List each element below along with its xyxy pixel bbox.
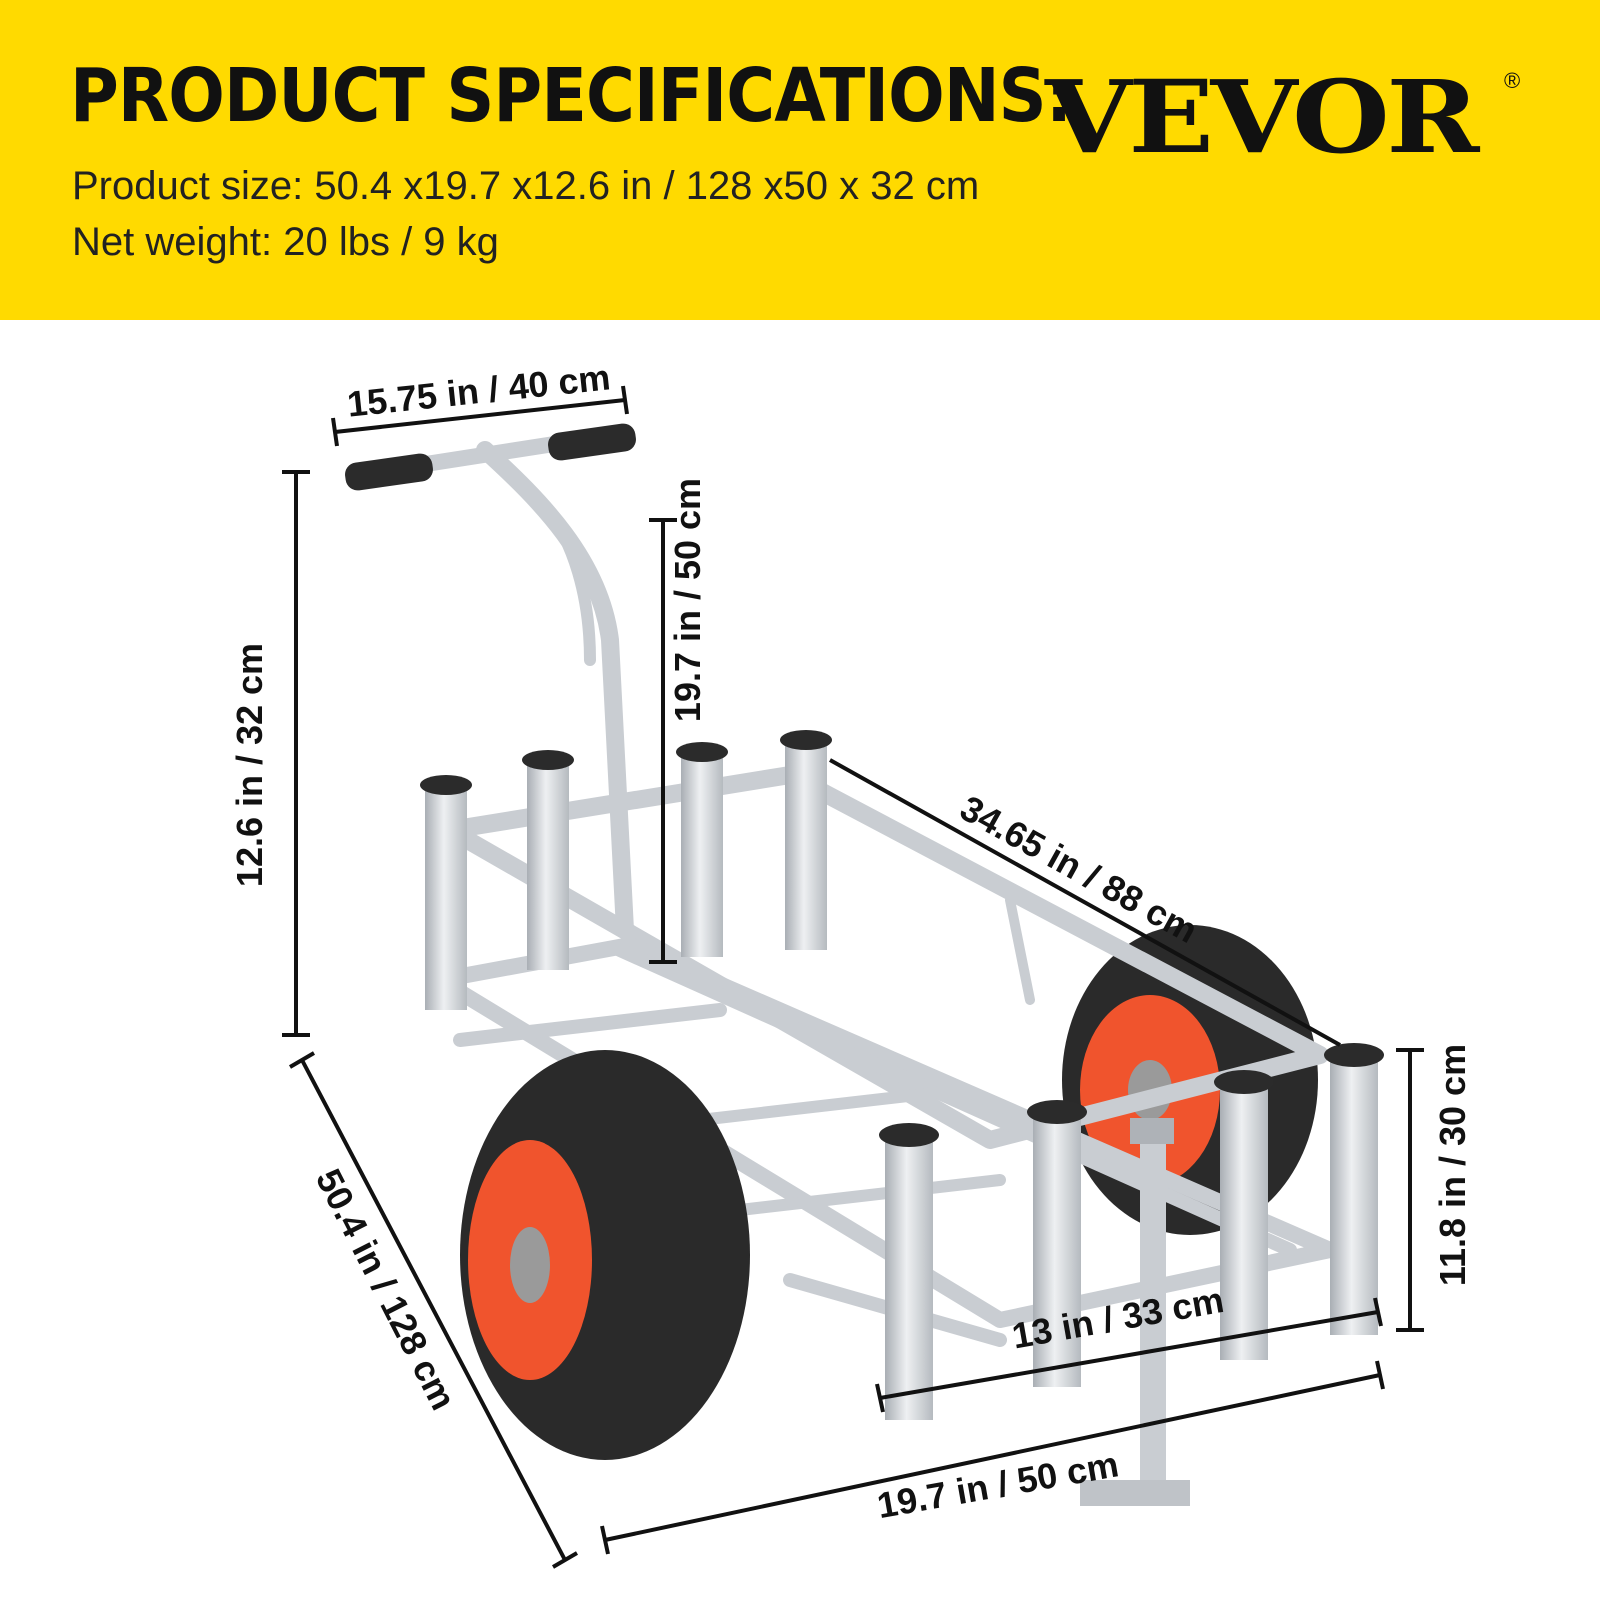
net-weight-text: Net weight: 20 lbs / 9 kg	[72, 220, 499, 264]
dimension-lines	[282, 385, 1424, 1569]
back-rod-holders	[420, 730, 832, 1010]
tow-bar	[1080, 1118, 1190, 1506]
handle-width-line	[331, 385, 629, 447]
front-rod-holders	[879, 1043, 1384, 1420]
inner-width-line	[875, 1297, 1383, 1413]
product-size-text: Product size: 50.4 x19.7 x12.6 in / 128 …	[72, 164, 980, 208]
front-wheel	[460, 1050, 750, 1460]
handle-height-line	[649, 518, 677, 964]
total-width-line	[600, 1360, 1385, 1555]
handle	[345, 423, 636, 939]
basket-length-line	[829, 758, 1341, 1047]
basket-frame	[432, 766, 1338, 1347]
total-length-label: 50.4 in / 128 cm	[308, 1162, 464, 1416]
page-title: PRODUCT SPECIFICATIONS:	[70, 53, 1072, 139]
handle-height-label: 19.7 in / 50 cm	[667, 478, 708, 722]
total-height-label: 12.6 in / 32 cm	[229, 643, 270, 887]
dimension-labels: 15.75 in / 40 cm 12.6 in / 32 cm 19.7 in…	[229, 356, 1473, 1526]
total-height-line	[282, 470, 310, 1037]
fishing-cart-icon	[345, 423, 1384, 1506]
header-banner	[0, 0, 1600, 320]
rod-holder-height-label: 11.8 in / 30 cm	[1432, 1044, 1473, 1286]
rod-holder-height-line	[1396, 1048, 1424, 1332]
total-length-line	[288, 1051, 579, 1569]
cart-diagram: 15.75 in / 40 cm 12.6 in / 32 cm 19.7 in…	[229, 356, 1473, 1569]
registered-mark: ®	[1504, 68, 1521, 93]
brand-logo: VEVOR	[1045, 58, 1479, 176]
